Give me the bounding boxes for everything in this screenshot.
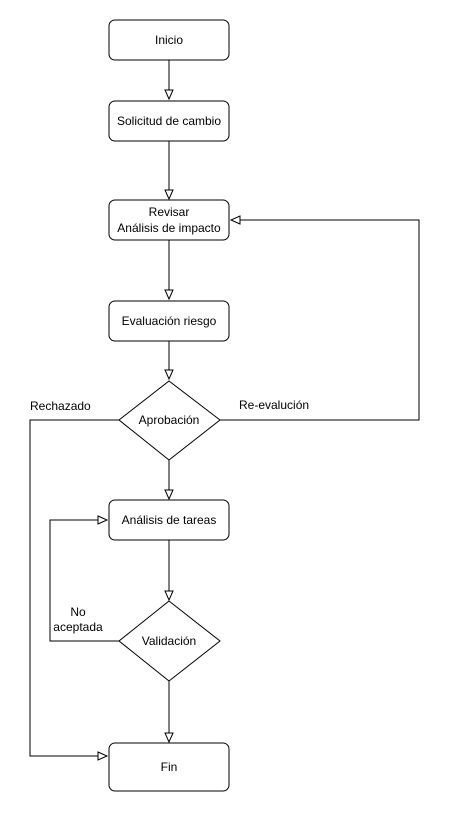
node-inicio-label: Inicio <box>155 33 183 47</box>
node-analisis-label: Análisis de tareas <box>122 513 217 527</box>
edge-label-no-aceptada-line1: No <box>70 605 86 619</box>
node-evaluacion-label: Evaluación riesgo <box>122 314 217 328</box>
node-solicitud-de-cambio <box>108 100 230 142</box>
edge-reevaluacion-loop <box>220 215 420 421</box>
edge-label-reevaluacion: Re-evalución <box>239 398 309 412</box>
node-revisar-label-line2: Análisis de impacto <box>117 221 221 235</box>
decision-aprobacion <box>118 380 221 461</box>
node-analisis-de-tareas <box>108 499 230 541</box>
node-revisar <box>108 199 230 241</box>
node-fin-label: Fin <box>161 760 178 774</box>
edge-rechazado <box>29 419 119 761</box>
node-revisar-label-line1: Revisar <box>149 205 190 219</box>
decision-validacion-label: Validación <box>142 634 196 648</box>
decision-aprobacion-label: Aprobación <box>139 413 200 427</box>
node-solicitud-label: Solicitud de cambio <box>117 114 221 128</box>
edge-label-rechazado: Rechazado <box>30 399 91 413</box>
edge-label-no-aceptada-line2: aceptada <box>53 620 103 634</box>
node-inicio <box>108 19 230 61</box>
node-evaluacion-riesgo <box>108 300 230 342</box>
edge-no-aceptada-loop <box>49 515 119 642</box>
node-fin <box>108 742 230 792</box>
decision-validacion <box>118 600 221 682</box>
